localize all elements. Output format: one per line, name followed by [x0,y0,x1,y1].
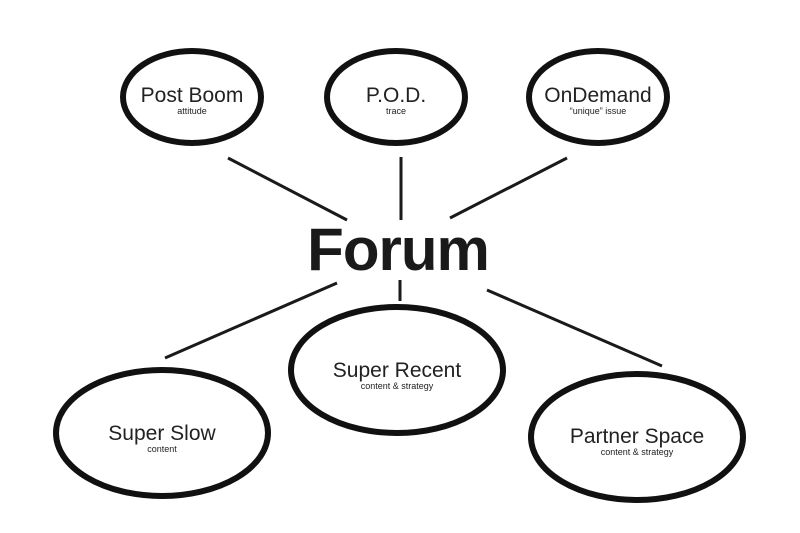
node-ondemand-title: OnDemand [544,84,651,107]
node-partner-space-ellipse [528,371,746,503]
edge-ondemand [449,156,568,220]
node-ondemand-subtitle: “unique” issue [570,106,627,116]
node-super-recent-ellipse [288,304,506,436]
node-partner-space-title: Partner Space [570,425,704,448]
node-super-slow: Super Slow content [53,367,271,499]
node-post-boom-title: Post Boom [141,84,244,107]
node-super-recent: Super Recent content & strategy [288,304,506,436]
node-super-recent-title: Super Recent [333,359,462,382]
edge-super-slow [164,281,338,360]
node-pod: P.O.D. trace [324,48,468,146]
node-partner-space: Partner Space content & strategy [528,371,746,503]
node-ondemand: OnDemand “unique” issue [526,48,670,146]
node-super-slow-ellipse [53,367,271,499]
node-pod-title: P.O.D. [366,84,426,107]
node-pod-subtitle: trace [386,106,406,116]
node-pod-ellipse [324,48,468,146]
node-ondemand-ellipse [526,48,670,146]
edge-partner-space [486,288,663,368]
edge-post-boom [227,156,348,222]
node-super-recent-subtitle: content & strategy [361,381,434,391]
center-title: Forum [307,216,489,283]
node-partner-space-subtitle: content & strategy [601,447,674,457]
node-post-boom: Post Boom attitude [120,48,264,146]
node-super-slow-subtitle: content [147,444,177,454]
node-post-boom-subtitle: attitude [177,106,207,116]
node-super-slow-title: Super Slow [108,422,216,445]
node-post-boom-ellipse [120,48,264,146]
